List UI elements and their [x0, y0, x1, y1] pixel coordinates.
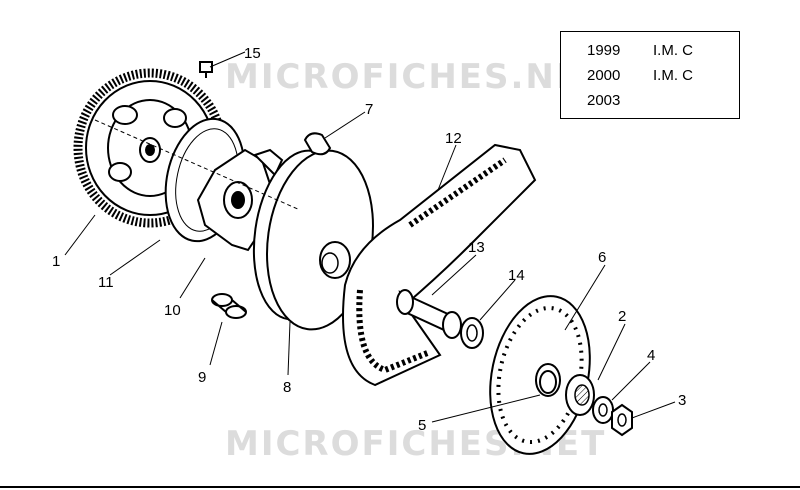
info-model-1: I.M. C: [653, 42, 693, 59]
part-7-slider: [303, 132, 332, 156]
part-2-ring: [565, 374, 595, 416]
callout-14: 14: [508, 267, 525, 284]
part-10-ramp-plate: [196, 148, 284, 252]
info-row-2: 2000 I.M. C: [587, 67, 693, 84]
info-year-1: 1999: [587, 42, 621, 59]
callout-5: 5: [418, 417, 426, 434]
callout-4: 4: [647, 347, 655, 364]
callout-8: 8: [283, 379, 291, 396]
part-9-roller: [211, 293, 247, 319]
callout-15: 15: [244, 45, 261, 62]
part-4-washer: [592, 396, 614, 424]
watermark-top: MICROFICHES.NET: [225, 57, 606, 97]
callout-7: 7: [365, 101, 373, 118]
callout-12: 12: [445, 130, 462, 147]
part-14-washer: [460, 317, 484, 349]
callout-9: 9: [198, 369, 206, 386]
callout-3: 3: [678, 392, 686, 409]
info-year-3: 2003: [587, 92, 621, 109]
info-row-3: 2003: [587, 92, 653, 109]
info-row-1: 1999 I.M. C: [587, 42, 693, 59]
leader-lines: [64, 51, 676, 423]
part-15-screw: [199, 61, 213, 78]
callout-2: 2: [618, 308, 626, 325]
callout-10: 10: [164, 302, 181, 319]
callout-13: 13: [468, 239, 485, 256]
part-5-washer: [539, 370, 557, 394]
part-12-drive-belt: [342, 143, 537, 387]
info-model-2: I.M. C: [653, 67, 693, 84]
part-13-sleeve: [396, 289, 462, 339]
callout-11: 11: [98, 274, 114, 291]
axis-line-upper: [94, 119, 301, 211]
info-year-2: 2000: [587, 67, 621, 84]
callout-6: 6: [598, 249, 606, 266]
callout-1: 1: [52, 253, 60, 270]
part-3-nut: [611, 403, 633, 437]
